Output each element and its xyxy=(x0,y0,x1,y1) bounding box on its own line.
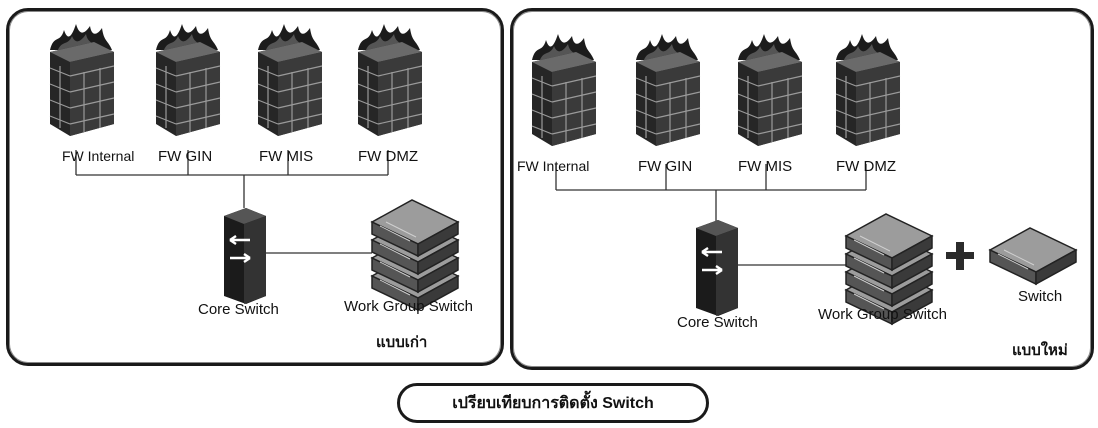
old-core-switch-label: Core Switch xyxy=(198,301,279,318)
new-firewall-mis-icon xyxy=(737,33,803,147)
new-core-switch-label: Core Switch xyxy=(677,314,758,331)
new-workgroup-switch-label: Work Group Switch xyxy=(818,306,947,323)
new-firewall-internal-label: FW Internal xyxy=(517,158,590,174)
old-workgroup-switch-icon xyxy=(372,200,458,310)
old-firewall-internal-label: FW Internal xyxy=(62,148,135,164)
plus-icon xyxy=(946,242,974,270)
diagram-caption: เปรียบเทียบการติดตั้ง Switch xyxy=(397,383,709,423)
extra-switch-label: Switch xyxy=(1018,288,1063,305)
old-layout-title: แบบเก่า xyxy=(376,334,428,351)
new-firewall-mis-label: FW MIS xyxy=(738,158,793,175)
switch-icon xyxy=(989,227,1077,285)
old-workgroup-switch-label: Work Group Switch xyxy=(344,298,473,315)
old-connection-lines xyxy=(75,150,389,254)
old-firewall-gin-label: FW GIN xyxy=(158,148,213,165)
new-firewall-gin-icon xyxy=(635,33,701,147)
old-firewall-dmz-label: FW DMZ xyxy=(358,148,418,165)
old-firewall-gin-icon xyxy=(155,23,221,137)
old-firewall-dmz-icon xyxy=(357,23,423,137)
new-core-switch-icon xyxy=(694,218,740,318)
new-firewall-internal-icon xyxy=(531,33,597,147)
new-firewall-dmz-label: FW DMZ xyxy=(836,158,896,175)
new-firewall-dmz-icon xyxy=(835,33,901,147)
old-core-switch-icon xyxy=(222,206,268,306)
old-firewall-mis-icon xyxy=(257,23,323,137)
new-connection-lines xyxy=(555,164,867,266)
new-layout-title: แบบใหม่ xyxy=(1012,342,1068,359)
old-firewall-internal-icon xyxy=(49,23,115,137)
new-firewall-gin-label: FW GIN xyxy=(638,158,693,175)
old-firewall-mis-label: FW MIS xyxy=(259,148,314,165)
